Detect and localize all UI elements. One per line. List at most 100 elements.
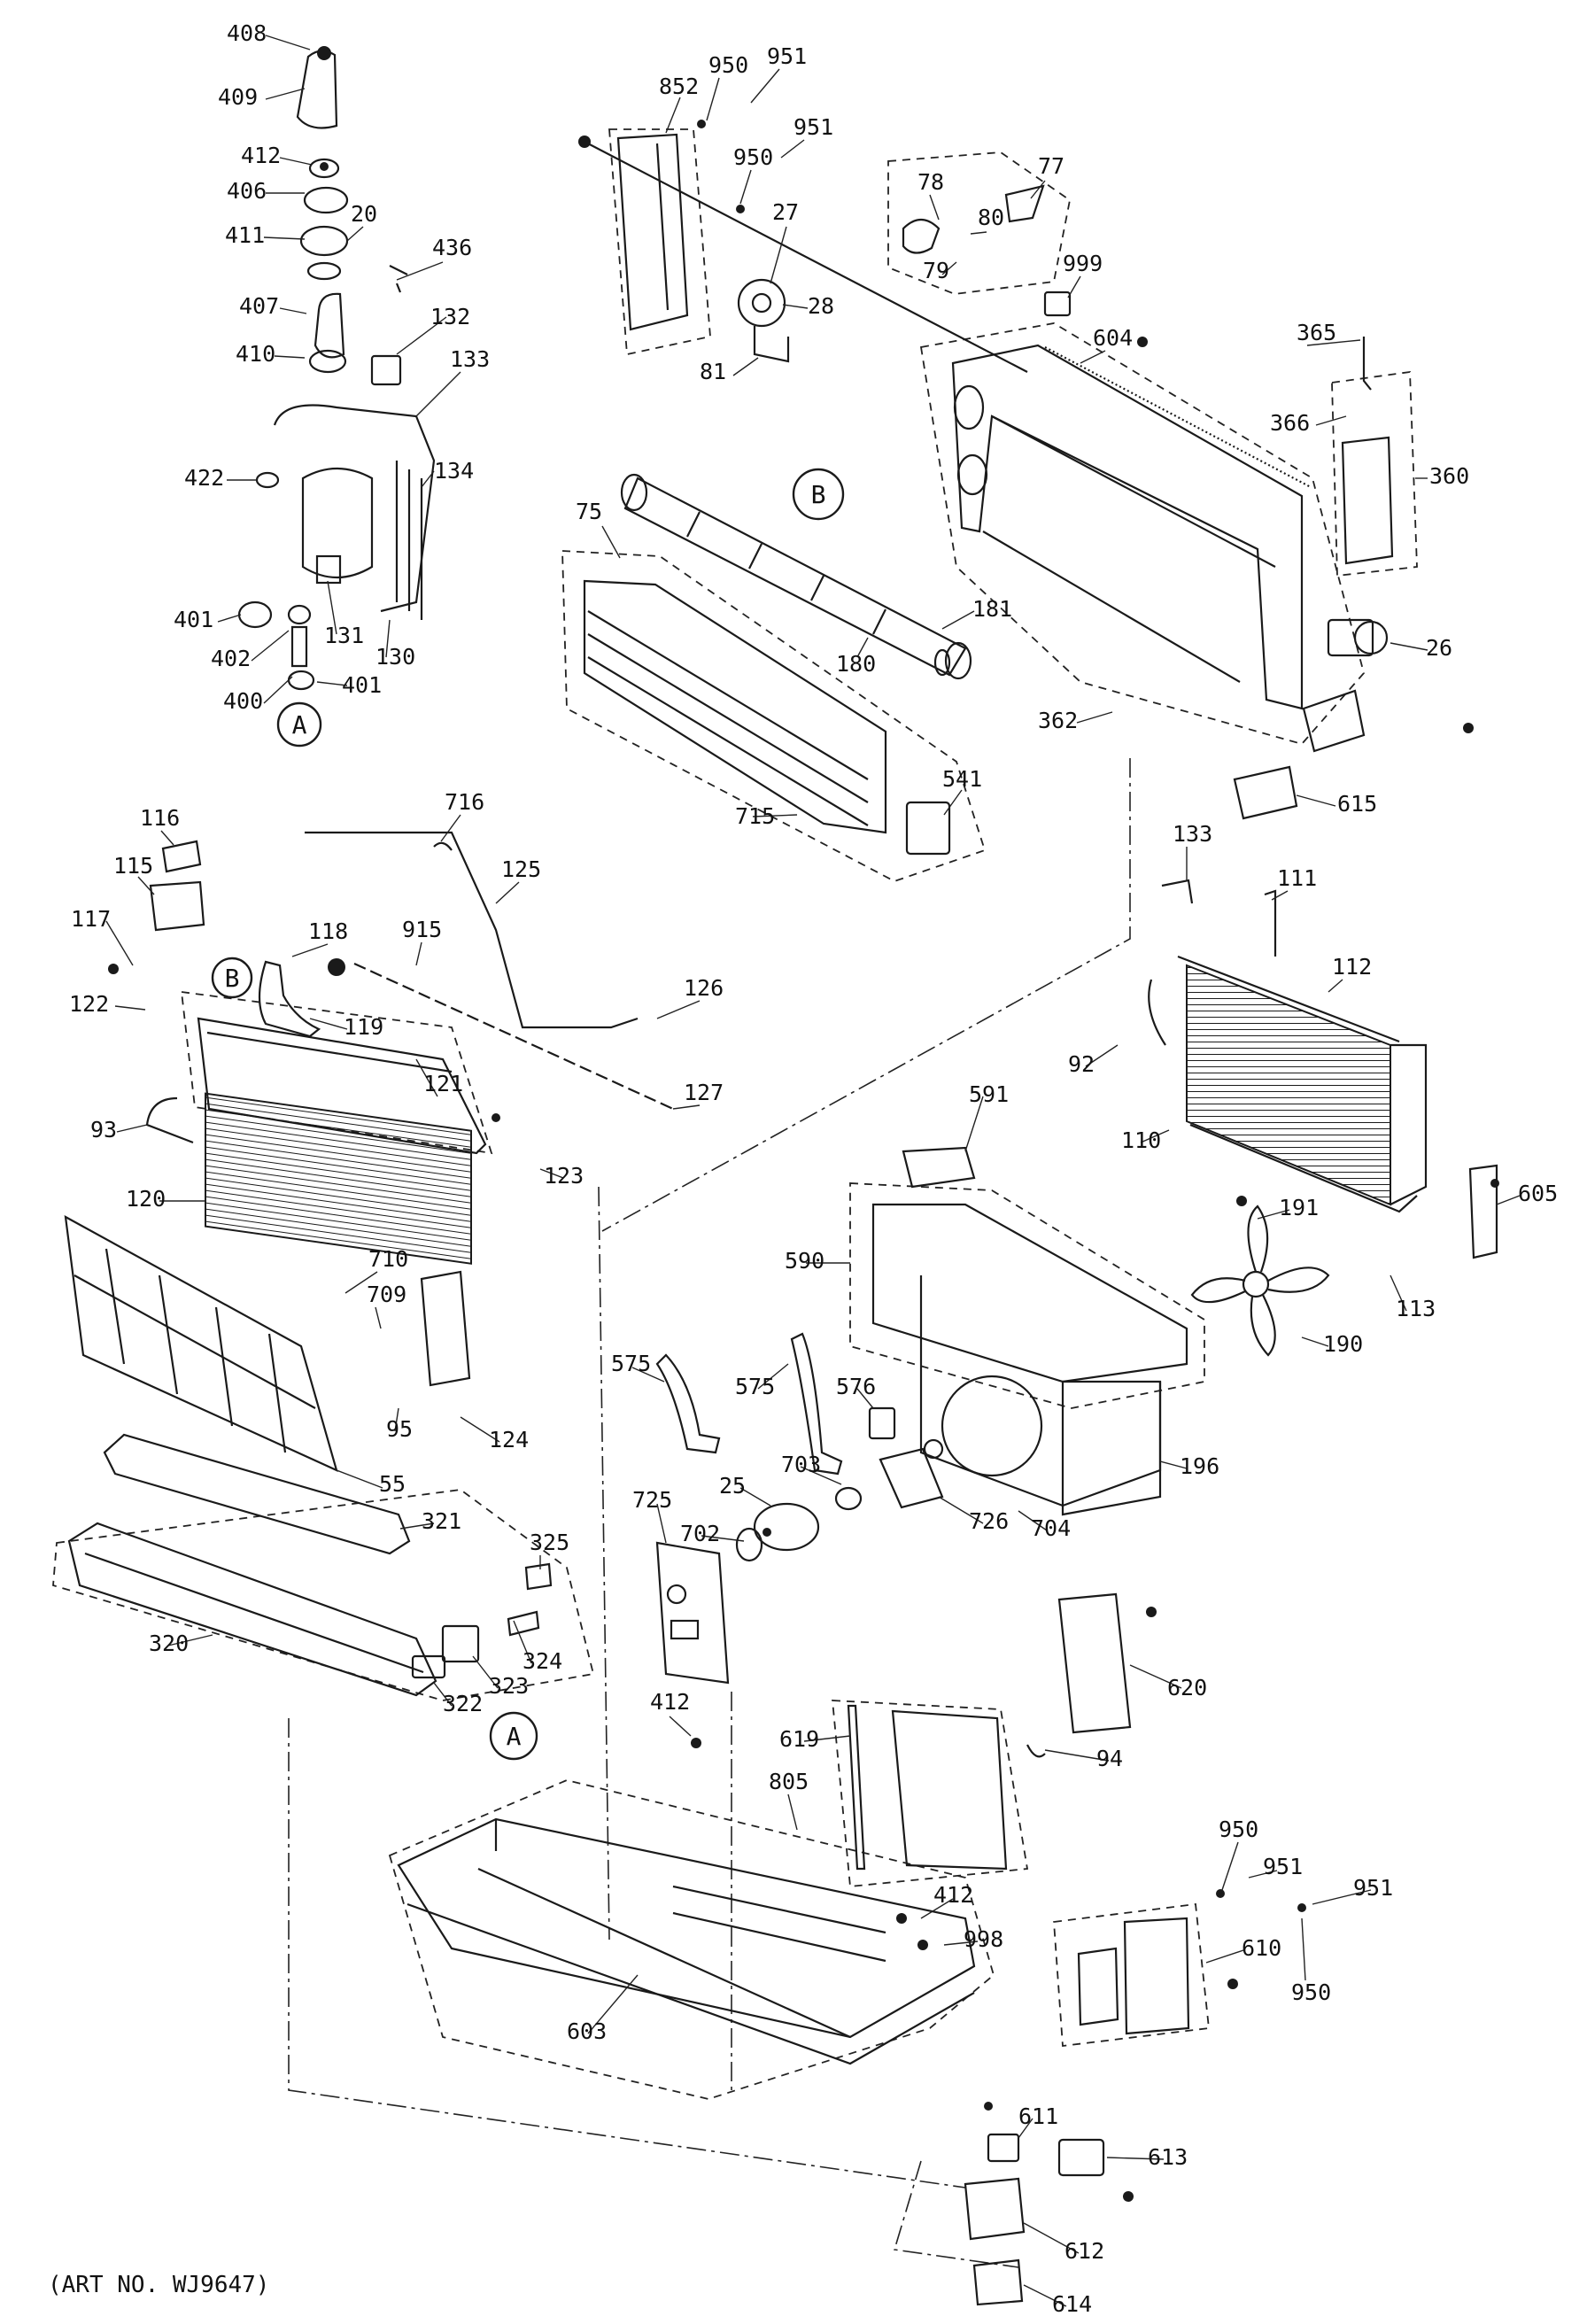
leader-line <box>920 1898 954 1919</box>
leader-line <box>938 1496 984 1524</box>
leader-line <box>1023 2222 1080 2254</box>
callout-b-left: B <box>211 957 253 999</box>
label-715: 715 <box>735 803 775 829</box>
label-134: 134 <box>434 458 474 484</box>
leader-line <box>803 1735 851 1742</box>
outline-75 <box>561 550 987 882</box>
leader-line <box>415 371 461 417</box>
label-576: 576 <box>836 1374 876 1399</box>
label-28: 28 <box>808 293 834 319</box>
leader-line <box>1030 180 1046 199</box>
leader-line <box>1085 1044 1119 1067</box>
leader-line <box>943 789 963 816</box>
label-322: 322 <box>443 1691 483 1716</box>
leader-line <box>732 357 759 376</box>
label-605: 605 <box>1518 1181 1558 1206</box>
label-999: 999 <box>1063 251 1103 276</box>
leader-line <box>1328 979 1343 993</box>
label-80: 80 <box>978 205 1004 230</box>
bracket-725 <box>655 1541 730 1685</box>
label-611: 611 <box>1018 2103 1058 2129</box>
leader-line <box>265 35 311 50</box>
leader-line <box>757 1363 789 1390</box>
svg-text:A: A <box>292 710 307 740</box>
leader-line <box>309 1018 348 1030</box>
leader-line <box>415 1058 438 1097</box>
leader-line <box>770 226 787 284</box>
tube-125 <box>305 831 639 1029</box>
leader-line <box>856 637 869 658</box>
label-131: 131 <box>324 623 364 648</box>
callout-a-bottom: A <box>489 1711 538 1761</box>
label-133: 133 <box>450 346 490 372</box>
label-998: 998 <box>964 1926 1003 1952</box>
leader-line <box>1496 1195 1521 1205</box>
panel-620 <box>1057 1592 1132 1734</box>
blower-wheel-180 <box>620 473 972 680</box>
leader-line <box>856 1388 874 1409</box>
panel-124 <box>420 1270 471 1387</box>
label-115: 115 <box>113 853 153 879</box>
label-181: 181 <box>972 596 1012 622</box>
leader-line <box>137 876 155 895</box>
label-77: 77 <box>1038 153 1064 179</box>
leader-line <box>1390 642 1428 651</box>
label-590: 590 <box>785 1248 824 1274</box>
leader-line <box>421 470 435 488</box>
outline-320 <box>52 1489 595 1701</box>
leader-line <box>460 1416 500 1443</box>
leader-line <box>1306 339 1361 346</box>
leader-line <box>1315 415 1347 426</box>
label-323: 323 <box>489 1673 529 1699</box>
leader-line <box>631 1367 665 1383</box>
panel-360 <box>1341 337 1394 565</box>
label-710: 710 <box>368 1246 408 1272</box>
part-labels: 408 409 412 406 411 20 436 407 132 410 1… <box>69 20 1558 2317</box>
leader-line <box>1296 794 1336 807</box>
label-130: 130 <box>375 644 415 670</box>
leader-line <box>1076 711 1113 724</box>
leader-line <box>1257 1209 1290 1220</box>
outline-619 <box>832 1700 1029 1887</box>
label-725: 725 <box>632 1487 672 1513</box>
label-951d: 951 <box>1353 1875 1393 1901</box>
svg-text:B: B <box>225 964 240 993</box>
leader-line <box>1390 1274 1407 1312</box>
label-410: 410 <box>236 341 275 367</box>
leader-line <box>941 610 975 630</box>
part-drawings <box>64 46 1499 2306</box>
label-409: 409 <box>218 84 258 110</box>
label-422: 422 <box>184 465 224 491</box>
leader-line <box>274 355 306 359</box>
label-615: 615 <box>1337 791 1377 817</box>
leader-line <box>782 304 809 309</box>
leader-line <box>750 68 780 104</box>
label-400: 400 <box>223 688 263 714</box>
label-123: 123 <box>544 1163 584 1189</box>
label-703: 703 <box>781 1452 821 1477</box>
callout-a-top: A <box>276 701 322 748</box>
bracket-575a <box>655 1353 721 1454</box>
leader-line <box>513 1620 532 1664</box>
label-119: 119 <box>344 1014 383 1040</box>
label-133b: 133 <box>1173 821 1212 847</box>
label-27: 27 <box>772 199 799 225</box>
label-112: 112 <box>1332 954 1372 980</box>
leader-line <box>1023 2284 1067 2307</box>
leader-line <box>415 941 422 966</box>
grille-75 <box>583 579 951 856</box>
leader-line <box>217 614 242 623</box>
leader-line <box>941 261 957 275</box>
label-591: 591 <box>969 1081 1009 1107</box>
label-94: 94 <box>1096 1746 1123 1771</box>
label-726: 726 <box>969 1508 1009 1534</box>
leader-line <box>394 1407 399 1432</box>
chain-line-a <box>288 1718 966 2188</box>
leader-line <box>539 1168 564 1179</box>
leader-line <box>160 830 174 846</box>
label-20: 20 <box>351 201 377 227</box>
label-95: 95 <box>386 1416 413 1442</box>
gasket-321 <box>103 1433 411 1555</box>
leader-line <box>656 1503 667 1544</box>
svg-text:A: A <box>507 1722 522 1751</box>
